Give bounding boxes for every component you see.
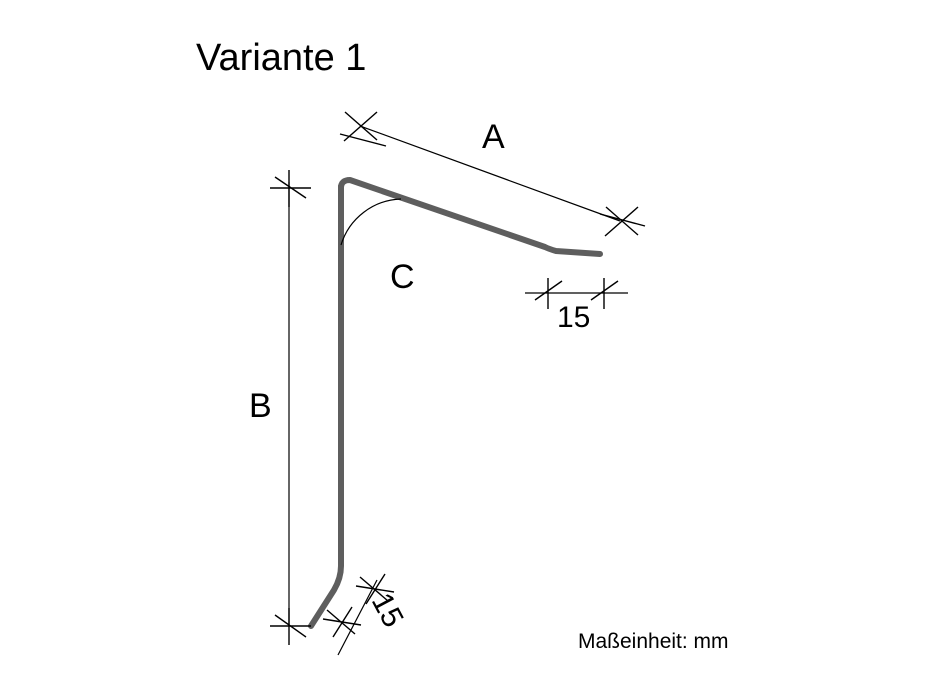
- dimension-15-top-tick-left: [534, 278, 563, 309]
- unit-note: Maßeinheit: mm: [578, 630, 729, 653]
- dimension-15-top-label: 15: [557, 301, 590, 334]
- dimension-15-bottom-group: [322, 573, 395, 656]
- dimension-b-tick-top: [270, 170, 311, 207]
- dimension-15-bottom-tick-upper: [355, 573, 395, 605]
- angle-arc-path: [340, 198, 402, 246]
- dimension-a-tick-right: [599, 206, 646, 237]
- angle-c-label: C: [390, 258, 415, 296]
- dimension-b-group: [270, 170, 311, 645]
- dimension-a-label: A: [482, 118, 505, 156]
- dimension-b-tick-bottom: [270, 608, 311, 645]
- dimension-b-label: B: [249, 387, 272, 425]
- dimension-15-bottom-line: [337, 579, 378, 656]
- dimension-15-top-tick-right: [590, 278, 619, 309]
- drawing-title: Variante 1: [196, 37, 366, 79]
- sheet-metal-profile: [308, 177, 603, 629]
- dimension-a-group: [339, 111, 646, 237]
- dimension-15-bottom-tick-lower: [322, 606, 362, 638]
- dimension-15-top-group: [525, 278, 628, 309]
- angle-c-indicator: [340, 198, 402, 246]
- profile-vertical-and-lower-segment: [308, 183, 344, 629]
- dimension-a-line: [359, 125, 621, 222]
- dimension-a-tick-left: [339, 111, 387, 147]
